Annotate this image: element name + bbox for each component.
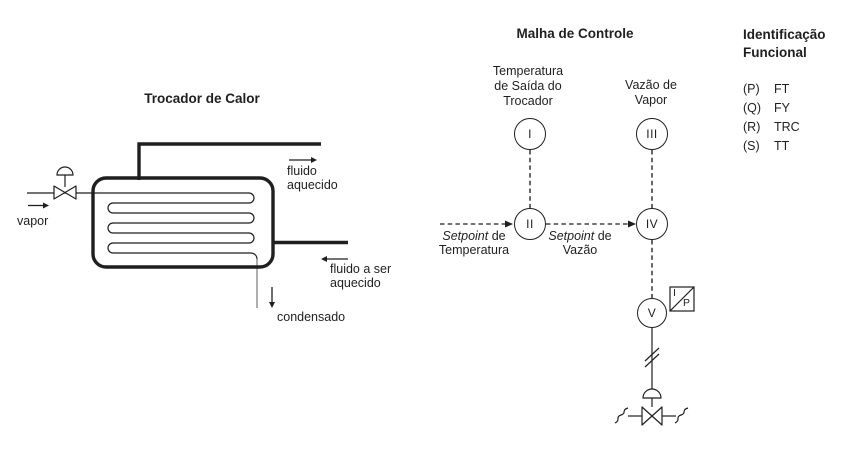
instrument-bubble-i: I [514, 118, 546, 150]
instrument-bubble-iii: III [636, 118, 668, 150]
pipe-break-symbol-right [674, 407, 689, 424]
valve-signal-line [644, 328, 660, 390]
instrument-signal-lines [440, 150, 653, 298]
temperature-tag-line3: Trocador [503, 94, 553, 108]
fluid-to-heat-label: fluido a ser aquecido [330, 262, 391, 290]
steam-flow-tag-line1: Vazão de [625, 78, 677, 92]
instrument-bubble-ii: II [514, 208, 546, 240]
temperature-tag-line2: de Saída do [494, 79, 562, 93]
legend-title-line1: Identificação [743, 27, 826, 42]
setpoint-flow-label: Setpoint de Vazão [548, 229, 611, 257]
heat-exchanger-title: Trocador de Calor [144, 91, 260, 106]
instrument-tag-i: I [528, 127, 532, 141]
heated-fluid-arrow [289, 157, 317, 163]
control-valve-dome [642, 388, 662, 399]
instrument-tag-ii: II [526, 217, 534, 231]
steam-flow-tag-label: Vazão de Vapor [625, 78, 677, 108]
ip-converter-letter-i: I [673, 287, 676, 299]
heated-fluid-label-line1: fluido [287, 164, 317, 178]
fluid-to-heat-label-line1: fluido a ser [330, 262, 392, 276]
instrument-bubble-iv: IV [636, 208, 668, 240]
legend-code: FY [774, 101, 790, 115]
legend-title-line2: Funcional [743, 45, 807, 60]
setpoint-flow-arrowhead [628, 220, 636, 228]
condensate-arrow [269, 287, 275, 308]
setpoint-temperature-label: Setpoint de Temperatura [439, 229, 509, 257]
fluid-to-heat-label-line2: aquecido [330, 276, 381, 290]
instrument-tag-iii: III [646, 127, 658, 141]
instrument-bubble-v: V [637, 298, 667, 328]
legend-item-p: (P) FT [743, 82, 789, 96]
ip-converter-letter-p: P [683, 297, 691, 309]
setpoint-flow-line1: Setpoint de [548, 229, 611, 243]
valve-body [53, 185, 77, 200]
ip-converter-box [669, 286, 695, 312]
legend-key: (P) [743, 82, 760, 96]
control-valve-body [641, 406, 663, 426]
setpoint-de: de [597, 229, 612, 243]
heated-fluid-outlet-pipe [137, 142, 321, 180]
heated-fluid-label: fluido aquecido [287, 164, 338, 192]
condensate-label: condensado [277, 310, 346, 324]
heat-exchanger-vessel [91, 176, 275, 269]
temperature-tag-line1: Temperatura [492, 64, 564, 78]
setpoint-de: de [491, 229, 506, 243]
valve-actuator-dome [56, 166, 74, 176]
legend-item-s: (S) TT [743, 139, 789, 153]
vapor-label: vapor [17, 214, 49, 228]
legend-key: (S) [743, 139, 760, 153]
legend-item-q: (Q) FY [743, 101, 790, 115]
control-valve [614, 388, 689, 426]
legend-key: (R) [743, 120, 761, 134]
pneumatic-slash-1 [644, 347, 660, 362]
cold-fluid-arrow [321, 256, 348, 262]
steam-inlet-valve [53, 166, 77, 200]
legend-code: FT [774, 82, 790, 96]
setpoint-flow-line2: Vazão [562, 243, 598, 257]
control-loop-title: Malha de Controle [516, 26, 634, 41]
legend-title: Identificação Funcional [743, 26, 826, 62]
legend-code: TT [774, 139, 790, 153]
setpoint-word: Setpoint [548, 229, 595, 243]
setpoint-temperature-line2: Temperatura [438, 243, 510, 257]
setpoint-temperature-line1: Setpoint de [439, 229, 509, 243]
legend-item-r: (R) TRC [743, 120, 800, 134]
steam-flow-tag-line2: Vapor [634, 93, 668, 107]
legend-code: TRC [774, 120, 800, 134]
instrument-tag-v: V [647, 306, 657, 320]
heated-fluid-label-line2: aquecido [287, 178, 338, 192]
setpoint-temp-arrowhead [505, 220, 513, 228]
temperature-tag-label: Temperatura de Saída do Trocador [493, 64, 563, 109]
pneumatic-slash-2 [644, 353, 660, 368]
setpoint-word: Setpoint [442, 229, 489, 243]
legend-key: (Q) [743, 101, 762, 115]
coil-serpentine [27, 192, 258, 260]
pipe-break-symbol-left [614, 407, 629, 424]
instrument-tag-iv: IV [645, 217, 659, 231]
vapor-flow-arrow [28, 202, 49, 209]
